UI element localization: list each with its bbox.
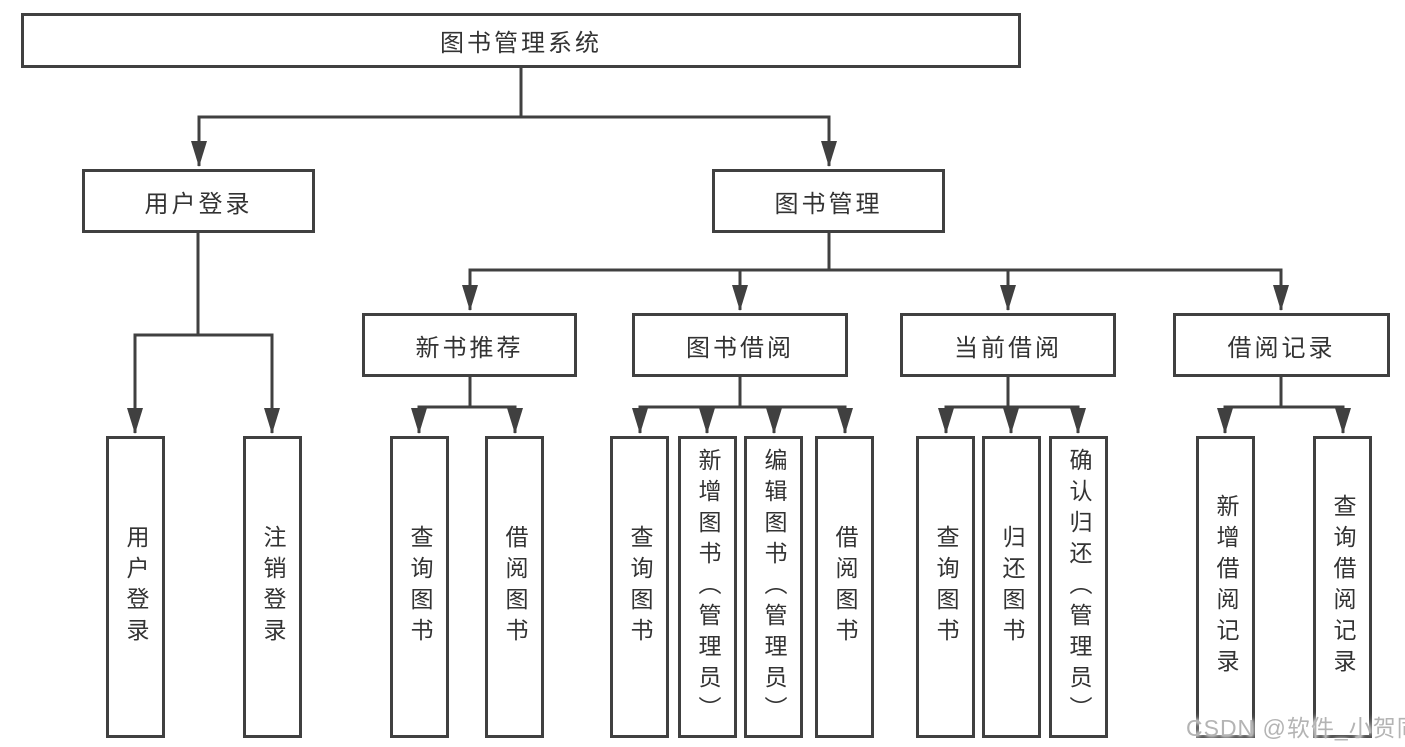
leaf-borrow-books-label: 借阅图书 [832,525,858,649]
leaf-return-books: 归还图书 [982,436,1041,738]
node-book-borrowing: 图书借阅 [632,313,848,377]
node-library-management-system: 图书管理系统 [21,13,1021,68]
leaf-logout-label: 注销登录 [260,525,286,649]
leaf-add-books-admin-label: 新增图书（管理员） [695,447,721,727]
node-current-borrowing: 当前借阅 [900,313,1116,377]
node-new-book-recommendation: 新书推荐 [362,313,577,377]
leaf-edit-books-admin: 编辑图书（管理员） [744,436,803,738]
leaf-add-borrow-record-label: 新增借阅记录 [1213,494,1239,680]
leaf-user-login: 用户登录 [106,436,165,738]
leaf-borrow-books: 借阅图书 [815,436,874,738]
leaf-confirm-return-admin: 确认归还（管理员） [1049,436,1108,738]
leaf-query-books-borrow-label: 查询图书 [627,525,653,649]
leaf-borrow-books-recommend: 借阅图书 [485,436,544,738]
leaf-query-books-borrow: 查询图书 [610,436,669,738]
leaf-confirm-return-admin-label: 确认归还（管理员） [1066,447,1092,727]
node-user-login: 用户登录 [82,169,315,233]
leaf-return-books-label: 归还图书 [999,525,1025,649]
leaf-query-books-recommend-label: 查询图书 [407,525,433,649]
csdn-watermark: CSDN @软件_小贺同学 [1186,715,1405,741]
leaf-query-books-current-label: 查询图书 [933,525,959,649]
leaf-query-books-current: 查询图书 [916,436,975,738]
leaf-add-books-admin: 新增图书（管理员） [678,436,737,738]
leaf-borrow-books-recommend-label: 借阅图书 [502,525,528,649]
leaf-query-books-recommend: 查询图书 [390,436,449,738]
leaf-user-login-label: 用户登录 [123,525,149,649]
leaf-edit-books-admin-label: 编辑图书（管理员） [761,447,787,727]
node-book-management: 图书管理 [712,169,945,233]
leaf-query-borrow-record: 查询借阅记录 [1313,436,1372,738]
leaf-query-borrow-record-label: 查询借阅记录 [1330,494,1356,680]
leaf-logout: 注销登录 [243,436,302,738]
node-borrowing-records: 借阅记录 [1173,313,1390,377]
leaf-add-borrow-record: 新增借阅记录 [1196,436,1255,738]
